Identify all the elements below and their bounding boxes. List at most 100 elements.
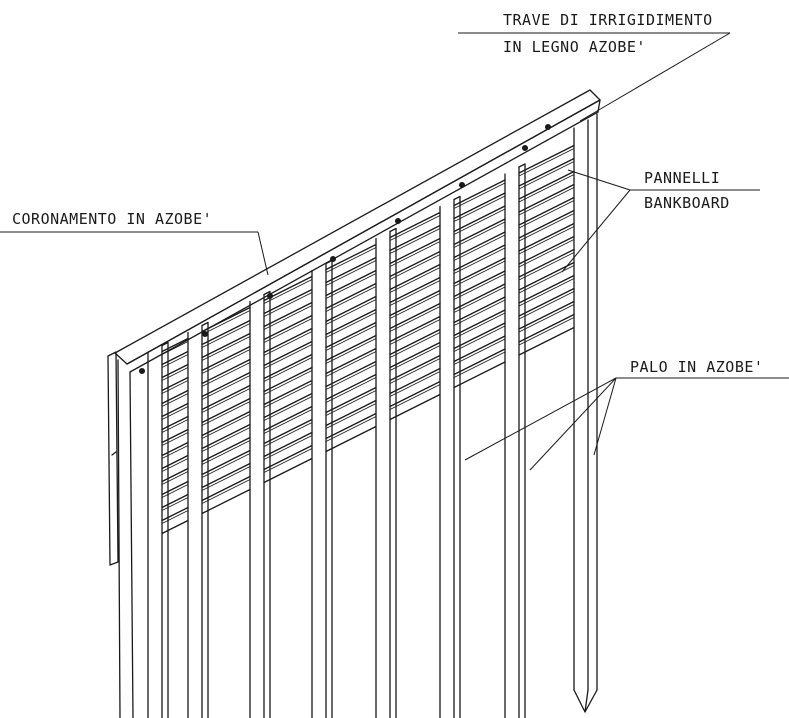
label-palo: PALO IN AZOBE': [630, 358, 763, 376]
slat-3-12-b: [325, 403, 377, 429]
slat-6-0: [518, 144, 575, 174]
leader-palo-3: [593, 377, 617, 456]
slat-6-5-b: [518, 213, 575, 242]
slat-2-11: [263, 418, 313, 445]
slat-5-12-b: [453, 338, 506, 365]
slat-0-1-b: [161, 354, 189, 368]
slat-1-10-b: [201, 440, 251, 465]
bolt-7: [544, 123, 552, 131]
slat-5-6-b: [453, 260, 506, 287]
leader-palo-2: [529, 377, 617, 471]
slat-3-5: [325, 308, 377, 336]
slat-3-1: [325, 256, 377, 284]
slat-6-7-b: [518, 239, 575, 268]
slat-4-12: [389, 367, 441, 395]
leader-pannelli-1: [567, 169, 631, 191]
left-end-board: [107, 351, 119, 566]
slat-0-7-b: [161, 432, 189, 446]
leader-trave: [579, 32, 731, 122]
slat-1-6: [201, 384, 251, 411]
leader-coronamento: [257, 231, 269, 276]
slat-1-9: [201, 423, 251, 450]
slat-3-11: [325, 386, 377, 414]
slat-3-13-b: [325, 416, 377, 442]
slat-0-5: [161, 402, 189, 418]
slat-4-2: [389, 237, 441, 265]
slat-2-9-b: [263, 396, 313, 421]
slat-5-13-b: [453, 351, 506, 378]
bolt-1: [201, 330, 209, 338]
slat-2-10: [263, 405, 313, 432]
slat-1-1: [201, 319, 251, 346]
slat-3-8-b: [325, 351, 377, 377]
panel-3-bottom: [325, 425, 377, 453]
slat-2-11-b: [263, 422, 313, 447]
slat-3-7: [325, 334, 377, 362]
panel-2-bottom: [263, 457, 313, 484]
slat-2-1: [263, 288, 313, 315]
slat-5-10: [453, 309, 506, 337]
slat-6-3: [518, 183, 575, 213]
slat-4-8: [389, 315, 441, 343]
slat-4-1-b: [389, 228, 441, 254]
slat-2-13-b: [263, 448, 313, 473]
slat-5-11: [453, 322, 506, 350]
slat-5-1-b: [453, 195, 506, 222]
slat-4-7-b: [389, 306, 441, 332]
slat-3-12: [325, 399, 377, 427]
slat-0-9-b: [161, 458, 189, 472]
slat-3-2-b: [325, 273, 377, 299]
slat-6-2: [518, 170, 575, 200]
slat-4-4: [389, 263, 441, 291]
slat-5-2-b: [453, 208, 506, 235]
slat-5-13: [453, 348, 506, 376]
left-edge-2: [129, 371, 134, 718]
slat-4-11-b: [389, 358, 441, 384]
slat-6-2-b: [518, 174, 575, 203]
slat-0-12: [161, 493, 189, 509]
label-pannelli-line2: BANKBOARD: [644, 194, 730, 212]
slat-1-9-b: [201, 427, 251, 452]
slat-4-8-b: [389, 319, 441, 345]
slat-4-13: [389, 380, 441, 408]
slat-3-11-b: [325, 390, 377, 416]
slat-3-0-b: [325, 247, 377, 273]
slat-3-3: [325, 282, 377, 310]
slat-5-4-b: [453, 234, 506, 261]
slat-5-5: [453, 244, 506, 272]
leader-pannelli-2: [561, 189, 631, 273]
slat-1-7: [201, 397, 251, 424]
slat-4-9-b: [389, 332, 441, 358]
slat-4-5-b: [389, 280, 441, 306]
slat-0-3: [161, 376, 189, 392]
slat-2-10-b: [263, 409, 313, 434]
slat-2-3-b: [263, 318, 313, 343]
slat-6-3-b: [518, 187, 575, 216]
slat-6-10-b: [518, 278, 575, 307]
slat-0-0-b: [161, 341, 189, 355]
slat-0-10-b: [161, 471, 189, 485]
slat-6-4: [518, 196, 575, 226]
slat-0-2: [161, 363, 189, 379]
slat-2-8: [263, 379, 313, 406]
slat-4-0: [389, 211, 441, 239]
slat-0-8-b: [161, 445, 189, 459]
slat-5-7-b: [453, 273, 506, 300]
slat-1-7-b: [201, 401, 251, 426]
label-trave-line2: IN LEGNO AZOBE': [503, 38, 646, 56]
slat-0-3-b: [161, 380, 189, 394]
slat-4-6-b: [389, 293, 441, 319]
slat-4-2-b: [389, 241, 441, 267]
slat-4-12-b: [389, 371, 441, 397]
slat-2-4: [263, 327, 313, 354]
slat-6-1-b: [518, 161, 575, 190]
slat-6-9: [518, 261, 575, 291]
slat-6-8: [518, 248, 575, 278]
slat-1-2: [201, 332, 251, 359]
slat-6-5: [518, 209, 575, 239]
slat-4-9: [389, 328, 441, 356]
panel-4-bottom: [389, 393, 441, 421]
slat-0-12-b: [161, 497, 189, 511]
slat-6-8-b: [518, 252, 575, 281]
